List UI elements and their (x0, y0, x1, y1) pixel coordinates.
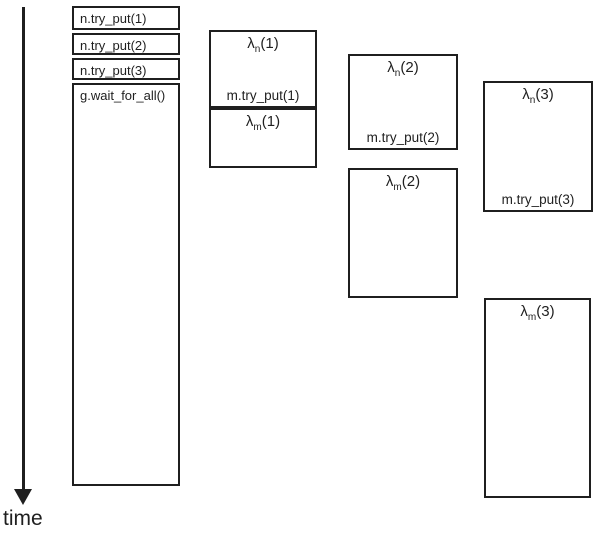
box-lambda-m-3: λm(3) (484, 298, 591, 498)
box-label: n.try_put(3) (80, 63, 147, 78)
box-n-try-put-2: n.try_put(2) (72, 33, 180, 55)
lambda-m-3-label: λm(3) (520, 303, 555, 323)
lambda-m-2-label: λm(2) (385, 173, 421, 193)
box-label: g.wait_for_all() (80, 88, 166, 103)
lambda-n-3-label: λn(3) (522, 86, 554, 106)
m-try-put-1-label: m.try_put(1) (226, 88, 300, 103)
box-n-try-put-3: n.try_put(3) (72, 58, 180, 80)
m-try-put-3-label: m.try_put(3) (501, 192, 575, 207)
box-lambda-n-2: λn(2) m.try_put(2) (348, 54, 458, 150)
box-lambda-n-3: λn(3) m.try_put(3) (483, 81, 593, 212)
lambda-m-1-label: λm(1) (245, 113, 281, 133)
box-lambda-n-1: λn(1) m.try_put(1) (209, 30, 317, 108)
m-try-put-2-label: m.try_put(2) (366, 130, 440, 145)
box-n-try-put-1: n.try_put(1) (72, 6, 180, 30)
box-g-wait-for-all: g.wait_for_all() (72, 83, 180, 486)
box-label: n.try_put(1) (80, 11, 147, 26)
time-arrow-down-icon (14, 489, 32, 505)
lambda-n-1-label: λn(1) (247, 35, 279, 55)
box-lambda-m-1: λm(1) (209, 108, 317, 168)
time-axis-label: time (3, 507, 43, 530)
lambda-n-2-label: λn(2) (387, 59, 419, 79)
time-axis-line (22, 7, 25, 491)
box-label: n.try_put(2) (80, 38, 147, 53)
box-lambda-m-2: λm(2) (348, 168, 458, 298)
